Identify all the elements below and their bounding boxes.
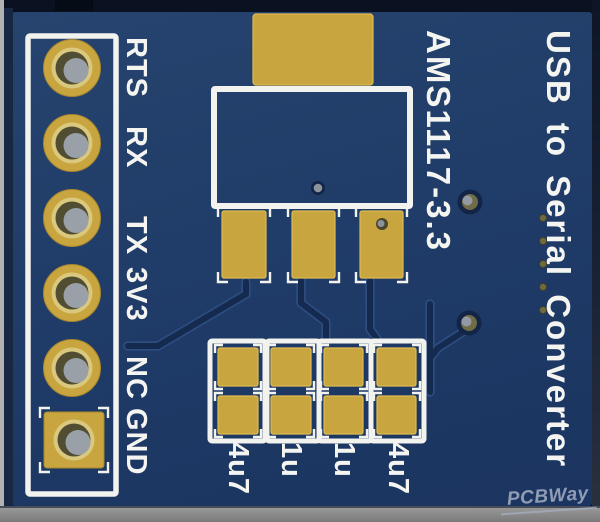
pin-label-3v3: 3V3 bbox=[120, 267, 152, 322]
through-hole-pad-gnd-square bbox=[38, 406, 110, 474]
pin-label-gnd: GND bbox=[120, 408, 152, 476]
board-edge-left-bevel bbox=[4, 8, 13, 513]
regulator-pad-2 bbox=[291, 210, 336, 279]
capacitor-outlines bbox=[207, 338, 427, 444]
pin-label-tx: TX bbox=[120, 216, 152, 256]
through-hole-pad-tx bbox=[43, 189, 101, 247]
capacitor-label-2: 1u bbox=[275, 442, 307, 478]
board-edge-top bbox=[0, 0, 600, 12]
regulator-pad-3 bbox=[359, 210, 404, 279]
board-title: USB to Serial Converter bbox=[540, 30, 577, 469]
through-hole-pad-nc bbox=[43, 339, 101, 397]
board-edge-bottom bbox=[0, 506, 600, 522]
board-edge-right bbox=[592, 0, 600, 522]
capacitor-pads bbox=[213, 343, 422, 439]
through-hole-pad-rts bbox=[43, 39, 101, 97]
board-edge-left bbox=[0, 0, 4, 522]
capacitor-label-1: 4u7 bbox=[222, 442, 254, 495]
through-hole-pad-rx bbox=[43, 114, 101, 172]
board-edge-notch bbox=[55, 0, 93, 11]
capacitor-label-3: 1u bbox=[328, 442, 360, 478]
through-hole-pad-3v3 bbox=[43, 264, 101, 322]
regulator-outline bbox=[211, 86, 413, 209]
via-lower-right bbox=[456, 310, 482, 336]
regulator-label: AMS1117-3.3 bbox=[420, 30, 457, 252]
regulator-pad-1 bbox=[221, 210, 267, 279]
copper-traces bbox=[123, 275, 471, 397]
pin-header-outline bbox=[25, 33, 119, 497]
regulator-tab-pad bbox=[252, 13, 374, 86]
pin-label-nc: NC bbox=[120, 356, 152, 400]
via-on-regulator-pad bbox=[376, 218, 388, 230]
pin-label-rts: RTS bbox=[120, 37, 152, 98]
small-via-dots bbox=[538, 213, 548, 315]
via-in-regulator-outline bbox=[311, 181, 325, 195]
pin-label-rx: RX bbox=[120, 126, 152, 169]
via-upper-right bbox=[457, 189, 483, 215]
capacitor-label-4: 4u7 bbox=[382, 442, 414, 495]
